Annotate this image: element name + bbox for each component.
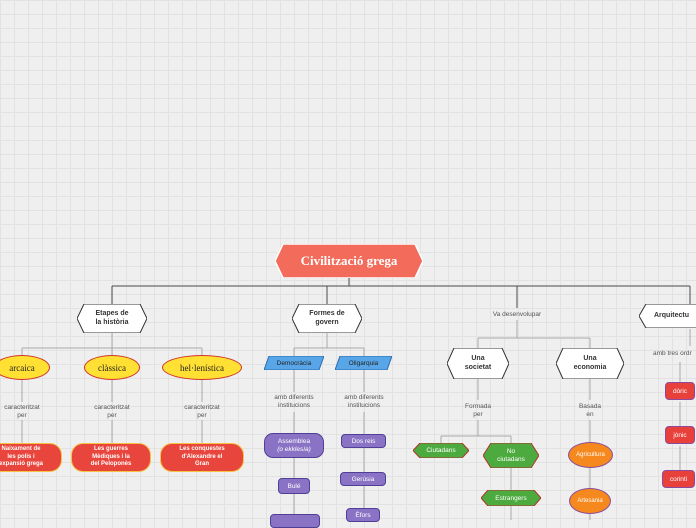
institution-partial[interactable] xyxy=(270,514,320,528)
formes-shape xyxy=(292,304,362,333)
economy-agricultura[interactable]: Agricultura xyxy=(568,442,613,468)
etapes-shape xyxy=(77,304,147,333)
desenvolupar-label: Va desenvolupar xyxy=(492,311,542,318)
topic-etapes[interactable]: Etapes de la història xyxy=(77,304,147,333)
oligarquia-shape xyxy=(335,356,392,370)
feature-arcaica[interactable]: Naixament de les polis i expansió grega xyxy=(0,443,62,472)
economy-artesania[interactable]: Artesania xyxy=(569,488,611,514)
formes-label: Formes de govern xyxy=(309,310,345,326)
topic-formes-govern[interactable]: Formes de govern xyxy=(292,304,362,333)
connector-text: amb diferents institucions xyxy=(344,394,384,409)
arquitectura-shape xyxy=(639,304,696,328)
connector-text: Basada en xyxy=(578,403,602,418)
arquitectura-label: Arquitectu xyxy=(654,311,689,319)
society-no-ciutadans[interactable]: No ciutadans xyxy=(483,443,539,468)
root-shape xyxy=(275,244,423,278)
connector-text: amb diferents institucions xyxy=(274,394,314,409)
topic-democracia[interactable]: Democràcia xyxy=(264,356,324,370)
connector-text: Formada per xyxy=(464,403,491,418)
topic-va-desenvolupar[interactable]: Va desenvolupar xyxy=(475,309,559,321)
estrangers-shape xyxy=(481,490,541,506)
connector-text: caracteritzat per xyxy=(94,404,130,419)
feature-classica[interactable]: Les guerres Mèdiques i la del Peloponès xyxy=(71,443,151,472)
etapes-label: Etapes de la història xyxy=(95,310,129,326)
democracia-shape xyxy=(264,356,324,370)
period-label: hel·lenística xyxy=(180,362,224,373)
no-ciutadans-shape xyxy=(483,443,539,468)
institution-boule[interactable]: Bulé xyxy=(278,478,310,494)
order-doric[interactable]: dòric xyxy=(665,382,695,400)
order-jonic[interactable]: jònic xyxy=(665,426,695,444)
period-label: arcaica xyxy=(9,362,35,373)
economia-shape xyxy=(556,348,624,379)
topic-oligarquia[interactable]: Oligarquia xyxy=(335,356,392,370)
ciutadans-shape xyxy=(413,443,469,458)
topic-societat[interactable]: Una societat xyxy=(447,348,509,379)
connector-text: amb tres ordr xyxy=(653,350,692,357)
societat-shape xyxy=(447,348,509,379)
institution-dos-reis[interactable]: Dos reis xyxy=(341,434,386,448)
period-arcaica[interactable]: arcaica xyxy=(0,355,50,380)
period-classica[interactable]: clàssica xyxy=(84,355,140,380)
root-topic[interactable]: Civilització grega xyxy=(275,244,423,278)
topic-economia[interactable]: Una economia xyxy=(556,348,624,379)
root-title: Civilització grega xyxy=(300,253,398,268)
topic-arquitectura[interactable]: Arquitectu xyxy=(639,304,696,328)
institution-assemblea[interactable]: Assemblea (o ekklesía) xyxy=(264,433,324,458)
order-corinti[interactable]: corinti xyxy=(662,470,695,488)
institution-gerusia[interactable]: Gerúsia xyxy=(340,472,386,486)
feature-hellenistica[interactable]: Les conquestes d'Alexandre el Gran xyxy=(160,443,244,472)
period-label: clàssica xyxy=(98,362,126,373)
society-ciutadans[interactable]: Ciutadans xyxy=(413,443,469,458)
connector-text: caracteritzat per xyxy=(184,404,220,419)
society-estrangers[interactable]: Estrangers xyxy=(481,490,541,506)
connector-text: caracteritzat per xyxy=(4,404,40,419)
period-hellenistica[interactable]: hel·lenística xyxy=(162,355,242,380)
